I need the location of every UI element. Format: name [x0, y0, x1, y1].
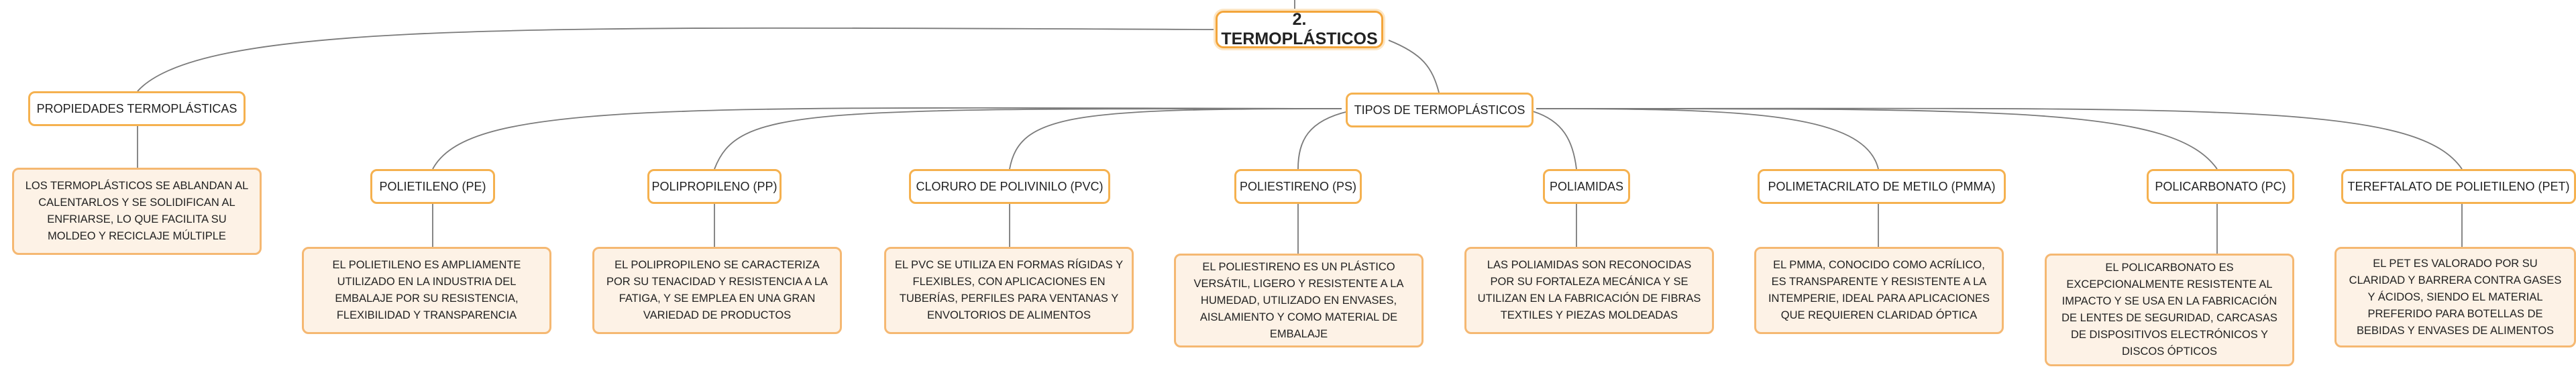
tipo-description: EL POLIPROPILENO SE CARACTERIZA POR SU T…	[606, 259, 828, 321]
tipo-description-node-pc[interactable]: EL POLICARBONATO ES EXCEPCIONALMENTE RES…	[2045, 254, 2294, 366]
propiedades-description: LOS TERMOPLÁSTICOS SE ABLANDAN AL CALENT…	[25, 180, 249, 242]
tipo-label: POLIPROPILENO (PP)	[651, 179, 777, 193]
tipo-node-ps[interactable]: POLIESTIRENO (PS)	[1234, 169, 1362, 204]
tipo-node-pet[interactable]: TEREFTALATO DE POLIETILENO (PET)	[2341, 169, 2576, 204]
tipo-label: POLIAMIDAS	[1549, 179, 1624, 193]
tipo-node-pmma[interactable]: POLIMETACRILATO DE METILO (PMMA)	[1758, 169, 2006, 204]
tipo-description-node-pvc[interactable]: EL PVC SE UTILIZA EN FORMAS RÍGIDAS Y FL…	[884, 247, 1134, 334]
root-node[interactable]: 2. TERMOPLÁSTICOS	[1216, 10, 1383, 48]
tipo-description-node-ps[interactable]: EL POLIESTIRENO ES UN PLÁSTICO VERSÁTIL,…	[1174, 254, 1424, 347]
propiedades-node[interactable]: PROPIEDADES TERMOPLÁSTICAS	[28, 91, 246, 126]
tipo-node-pp[interactable]: POLIPROPILENO (PP)	[647, 169, 782, 204]
tipo-label: POLIMETACRILATO DE METILO (PMMA)	[1768, 179, 1996, 193]
tipo-description-node-pp[interactable]: EL POLIPROPILENO SE CARACTERIZA POR SU T…	[592, 247, 842, 334]
tipo-description: LAS POLIAMIDAS SON RECONOCIDAS POR SU FO…	[1477, 259, 1701, 321]
tipo-description-node-pmma[interactable]: EL PMMA, CONOCIDO COMO ACRÍLICO, ES TRAN…	[1754, 247, 2004, 334]
propiedades-label: PROPIEDADES TERMOPLÁSTICAS	[36, 101, 237, 115]
tipo-node-pc[interactable]: POLICARBONATO (PC)	[2147, 169, 2294, 204]
propiedades-description-node[interactable]: LOS TERMOPLÁSTICOS SE ABLANDAN AL CALENT…	[12, 168, 262, 255]
tipo-description: EL POLIESTIRENO ES UN PLÁSTICO VERSÁTIL,…	[1193, 260, 1404, 340]
tipo-label: POLIETILENO (PE)	[379, 179, 486, 193]
tipo-description: EL PVC SE UTILIZA EN FORMAS RÍGIDAS Y FL…	[894, 259, 1124, 321]
tipo-description: EL POLICARBONATO ES EXCEPCIONALMENTE RES…	[2061, 262, 2277, 358]
tipo-description-node-pe[interactable]: EL POLIETILENO ES AMPLIAMENTE UTILIZADO …	[302, 247, 551, 334]
tipos-label: TIPOS DE TERMOPLÁSTICOS	[1354, 103, 1525, 117]
root-title: 2. TERMOPLÁSTICOS	[1221, 10, 1378, 48]
tipo-description: EL PMMA, CONOCIDO COMO ACRÍLICO, ES TRAN…	[1768, 259, 1990, 321]
tipo-description-node-pet[interactable]: EL PET ES VALORADO POR SU CLARIDAD Y BAR…	[2334, 247, 2576, 347]
tipos-node[interactable]: TIPOS DE TERMOPLÁSTICOS	[1346, 93, 1534, 127]
tipo-node-pe[interactable]: POLIETILENO (PE)	[370, 169, 495, 204]
tipo-description: EL POLIETILENO ES AMPLIAMENTE UTILIZADO …	[332, 259, 521, 321]
tipo-label: CLORURO DE POLIVINILO (PVC)	[916, 179, 1104, 193]
tipo-label: POLICARBONATO (PC)	[2155, 179, 2286, 193]
tipo-description: EL PET ES VALORADO POR SU CLARIDAD Y BAR…	[2349, 257, 2562, 337]
tipo-label: TEREFTALATO DE POLIETILENO (PET)	[2347, 179, 2570, 193]
tipo-description-node-poliamidas[interactable]: LAS POLIAMIDAS SON RECONOCIDAS POR SU FO…	[1464, 247, 1714, 334]
tipo-node-poliamidas[interactable]: POLIAMIDAS	[1543, 169, 1630, 204]
tipo-label: POLIESTIRENO (PS)	[1239, 179, 1357, 193]
tipo-node-pvc[interactable]: CLORURO DE POLIVINILO (PVC)	[909, 169, 1110, 204]
